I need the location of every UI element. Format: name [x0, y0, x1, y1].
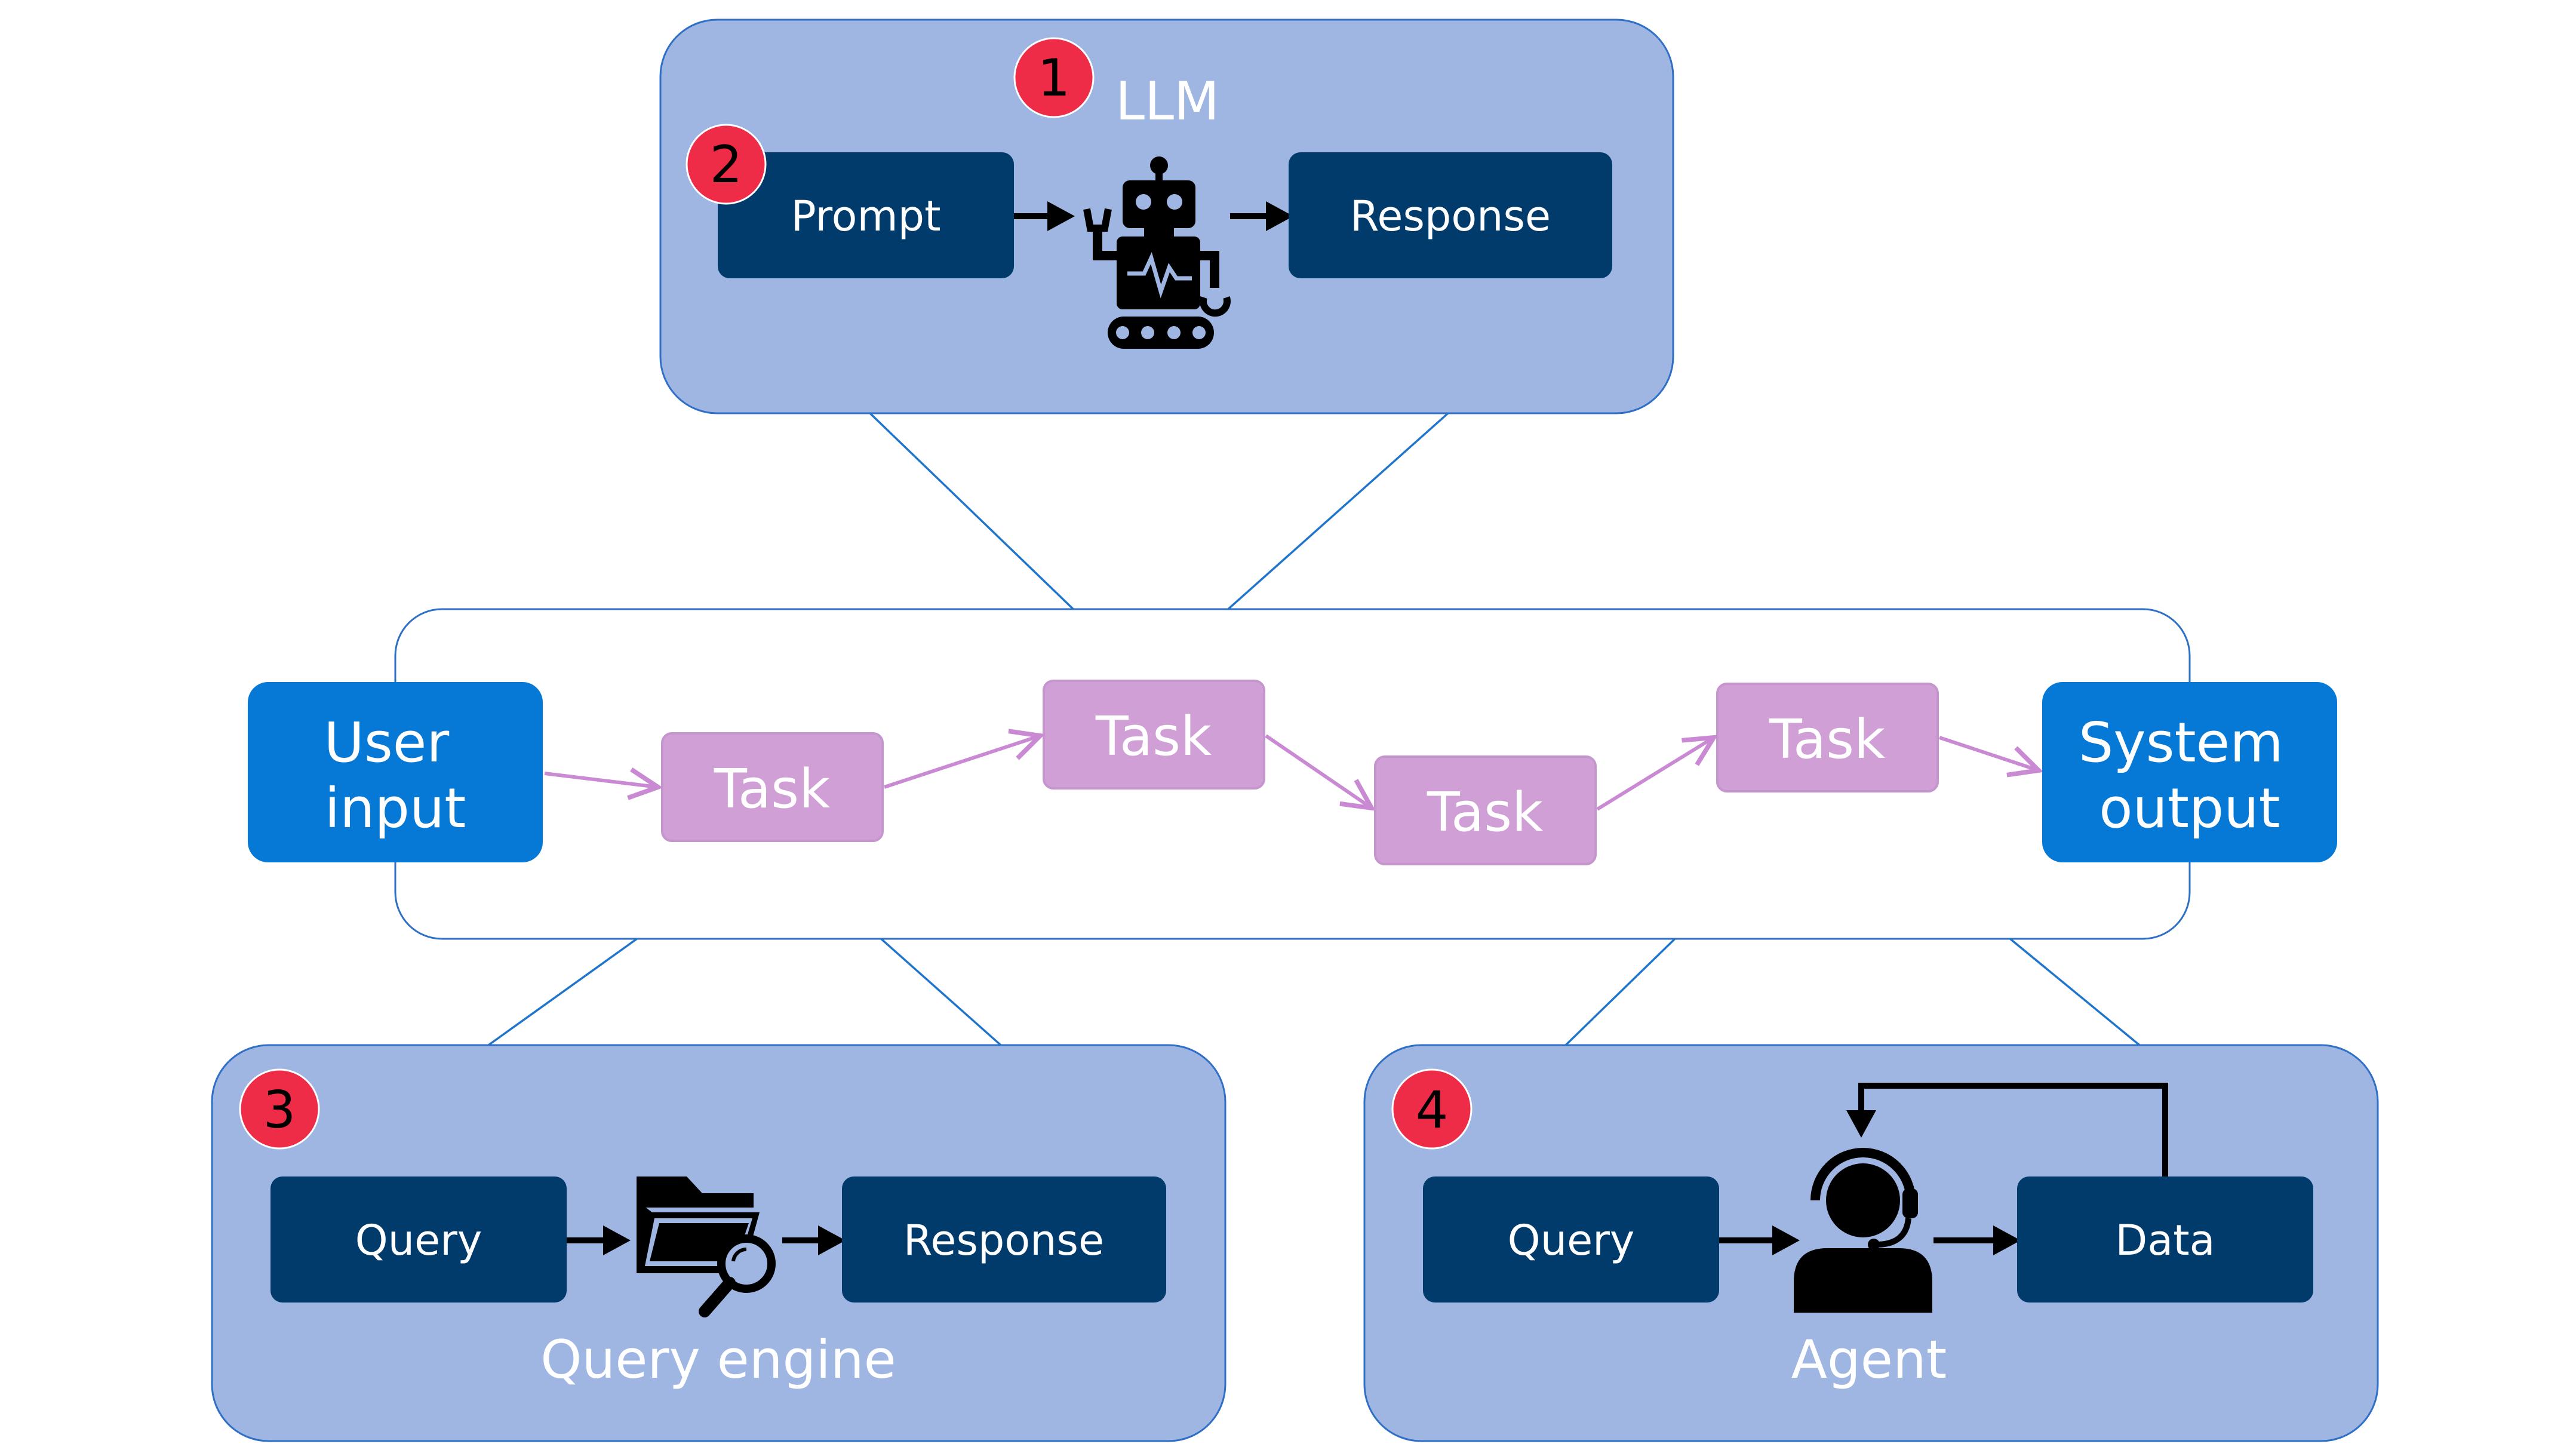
badge-3: 3: [239, 1068, 320, 1150]
svg-text:Query: Query: [355, 1216, 482, 1265]
agent-title: Agent: [1791, 1329, 1947, 1390]
svg-text:Task: Task: [714, 758, 830, 821]
user-input-box: User input: [248, 682, 543, 862]
task-box-2: Task: [1043, 680, 1265, 790]
svg-text:User input: User input: [324, 711, 467, 840]
robot-icon: [1083, 156, 1231, 349]
query-engine-title: Query engine: [540, 1329, 896, 1390]
svg-text:2: 2: [710, 135, 743, 195]
agent-data-box: Data: [2017, 1176, 2313, 1303]
task-box-4: Task: [1716, 683, 1939, 792]
svg-text:Query: Query: [1508, 1216, 1635, 1265]
query-engine-panel: 3 Query Response Query engine: [211, 1044, 1226, 1442]
qe-response-box: Response: [842, 1176, 1166, 1303]
agent-headset-icon: [1794, 1148, 1932, 1313]
svg-text:1: 1: [1038, 48, 1071, 108]
flow-arrows: [544, 736, 2039, 809]
system-output-box: System output: [2042, 682, 2337, 862]
llm-panel: LLM 1 Prompt 2: [659, 19, 1674, 414]
qe-query-box: Query: [270, 1176, 567, 1303]
svg-text:System output: System output: [2079, 711, 2301, 840]
svg-text:Task: Task: [1427, 781, 1543, 844]
agent-query-box: Query: [1423, 1176, 1719, 1303]
svg-text:Data: Data: [2115, 1216, 2215, 1265]
badge-1: 1: [1013, 37, 1095, 118]
data-feedback-loop-arrow: [1846, 1083, 2168, 1176]
badge-4: 4: [1391, 1068, 1473, 1150]
svg-text:Response: Response: [903, 1216, 1104, 1265]
prompt-box: Prompt: [718, 152, 1014, 278]
svg-text:Response: Response: [1350, 192, 1551, 241]
llm-response-box: Response: [1289, 152, 1612, 278]
agent-panel: 4 Query Data Agent: [1363, 1044, 2379, 1442]
svg-text:Task: Task: [1095, 705, 1212, 768]
folder-search-icon: [637, 1176, 776, 1317]
badge-2: 2: [686, 124, 767, 205]
pipeline: User input Task Task Task Task System ou…: [248, 608, 2337, 940]
svg-text:4: 4: [1416, 1080, 1449, 1140]
llm-title: LLM: [1115, 70, 1219, 132]
svg-text:Prompt: Prompt: [791, 192, 940, 241]
task-box-1: Task: [661, 732, 884, 842]
svg-text:Task: Task: [1769, 708, 1885, 771]
task-box-3: Task: [1374, 755, 1597, 865]
svg-text:3: 3: [263, 1080, 296, 1140]
